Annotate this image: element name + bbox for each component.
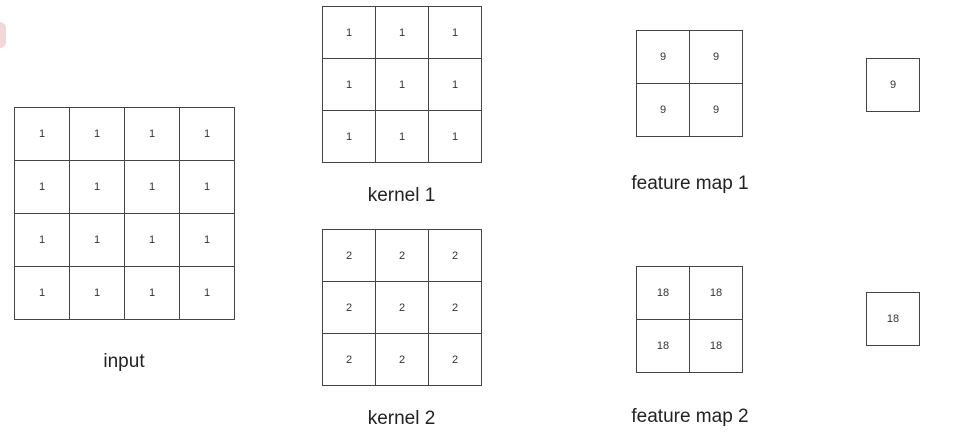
matrix-cell: 1 (376, 59, 429, 111)
matrix-cell: 18 (690, 267, 743, 320)
matrix-cell: 1 (376, 7, 429, 59)
matrix-cell: 1 (70, 161, 125, 214)
matrix-cell: 1 (180, 214, 235, 267)
matrix-cell: 18 (690, 320, 743, 373)
matrix-cell: 1 (180, 108, 235, 161)
matrix-cell: 2 (429, 334, 482, 386)
matrix-cell: 2 (323, 230, 376, 282)
matrix-cell: 9 (867, 59, 920, 112)
matrix-cell: 2 (429, 230, 482, 282)
matrix-cell: 1 (15, 108, 70, 161)
matrix-cell: 2 (376, 282, 429, 334)
matrix-cell: 1 (15, 214, 70, 267)
matrix-cell: 1 (429, 59, 482, 111)
matrix-cell: 1 (15, 161, 70, 214)
matrix-cell: 1 (70, 214, 125, 267)
matrix-cell: 2 (376, 230, 429, 282)
input-label: input (103, 351, 145, 372)
matrix-cell: 1 (323, 59, 376, 111)
pooled-output-1: 9 (866, 58, 920, 112)
matrix-cell: 1 (376, 111, 429, 163)
kernel-2-label: kernel 2 (367, 408, 436, 429)
matrix-cell: 9 (690, 31, 743, 84)
matrix-cell: 1 (323, 7, 376, 59)
matrix-cell: 1 (70, 108, 125, 161)
matrix-cell: 2 (376, 334, 429, 386)
matrix-cell: 9 (690, 84, 743, 137)
matrix-cell: 18 (867, 293, 920, 346)
pooled-output-2: 18 (866, 292, 920, 346)
matrix-cell: 2 (323, 282, 376, 334)
feature-map-1-label: feature map 1 (631, 173, 749, 194)
matrix-cell: 1 (125, 267, 180, 320)
feature-map-2-label: feature map 2 (631, 406, 749, 427)
matrix-cell: 18 (637, 267, 690, 320)
matrix-cell: 9 (637, 84, 690, 137)
matrix-cell: 1 (125, 108, 180, 161)
matrix-cell: 1 (180, 161, 235, 214)
matrix-cell: 18 (637, 320, 690, 373)
matrix-cell: 1 (70, 267, 125, 320)
matrix-cell: 1 (323, 111, 376, 163)
kernel-1-label: kernel 1 (367, 185, 436, 206)
matrix-cell: 1 (125, 161, 180, 214)
matrix-cell: 1 (180, 267, 235, 320)
matrix-cell: 1 (429, 111, 482, 163)
matrix-cell: 1 (15, 267, 70, 320)
matrix-cell: 1 (429, 7, 482, 59)
edge-mark (0, 22, 6, 48)
matrix-cell: 1 (125, 214, 180, 267)
matrix-cell: 9 (637, 31, 690, 84)
matrix-cell: 2 (429, 282, 482, 334)
matrix-cell: 2 (323, 334, 376, 386)
